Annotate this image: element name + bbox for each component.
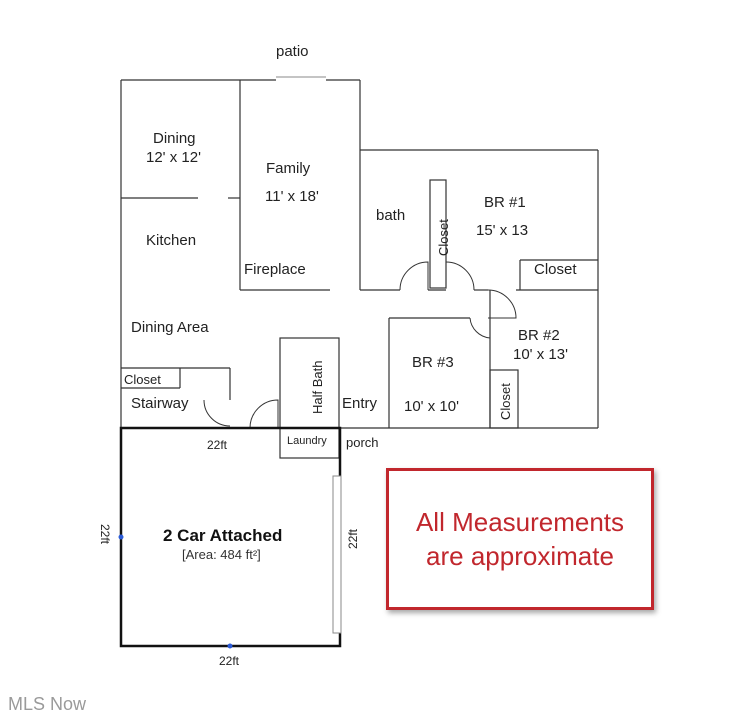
label-closet-left: Closet <box>124 372 161 387</box>
label-dining-dim: 12' x 12' <box>146 149 201 166</box>
label-closet-vertical-2: Closet <box>498 383 513 420</box>
garage-dim-bottom: 22ft <box>219 654 240 668</box>
garage-dim-left: 22ft <box>98 524 112 545</box>
garage-marker-left <box>118 534 124 540</box>
garage-title: 2 Car Attached <box>163 526 282 545</box>
notice-line-1: All Measurements <box>415 507 625 537</box>
label-family-dim: 11' x 18' <box>265 188 319 205</box>
label-br1-dim: 15' x 13 <box>476 222 528 239</box>
label-dining-area: Dining Area <box>131 319 209 336</box>
label-laundry: Laundry <box>287 435 327 447</box>
garage-door <box>332 475 342 634</box>
label-closet-vertical-1: Closet <box>436 219 451 256</box>
label-family: Family <box>266 160 311 177</box>
label-porch: porch <box>346 435 379 450</box>
notice-line-2: are approximate <box>426 541 614 571</box>
garage-area: [Area: 484 ft²] <box>182 547 261 562</box>
garage-dim-right: 22ft <box>346 528 360 549</box>
label-dining: Dining <box>153 130 196 147</box>
label-half-bath: Half Bath <box>310 361 325 414</box>
label-bath: bath <box>376 207 405 224</box>
garage-marker-bottom <box>227 643 233 649</box>
label-br1: BR #1 <box>484 194 526 211</box>
measurement-notice: All Measurements are approximate <box>386 468 654 610</box>
label-br3: BR #3 <box>412 354 454 371</box>
label-stairway: Stairway <box>131 395 189 412</box>
label-fireplace: Fireplace <box>244 261 306 278</box>
label-kitchen: Kitchen <box>146 232 196 249</box>
label-closet-br1: Closet <box>534 261 577 278</box>
label-br2-dim: 10' x 13' <box>513 346 568 363</box>
label-br3-dim: 10' x 10' <box>404 398 459 415</box>
garage-dim-top: 22ft <box>207 438 228 452</box>
label-patio: patio <box>276 43 309 60</box>
label-br2: BR #2 <box>518 327 560 344</box>
label-entry: Entry <box>342 395 378 412</box>
door-swings <box>203 261 517 429</box>
mls-watermark: MLS Now <box>8 694 87 714</box>
